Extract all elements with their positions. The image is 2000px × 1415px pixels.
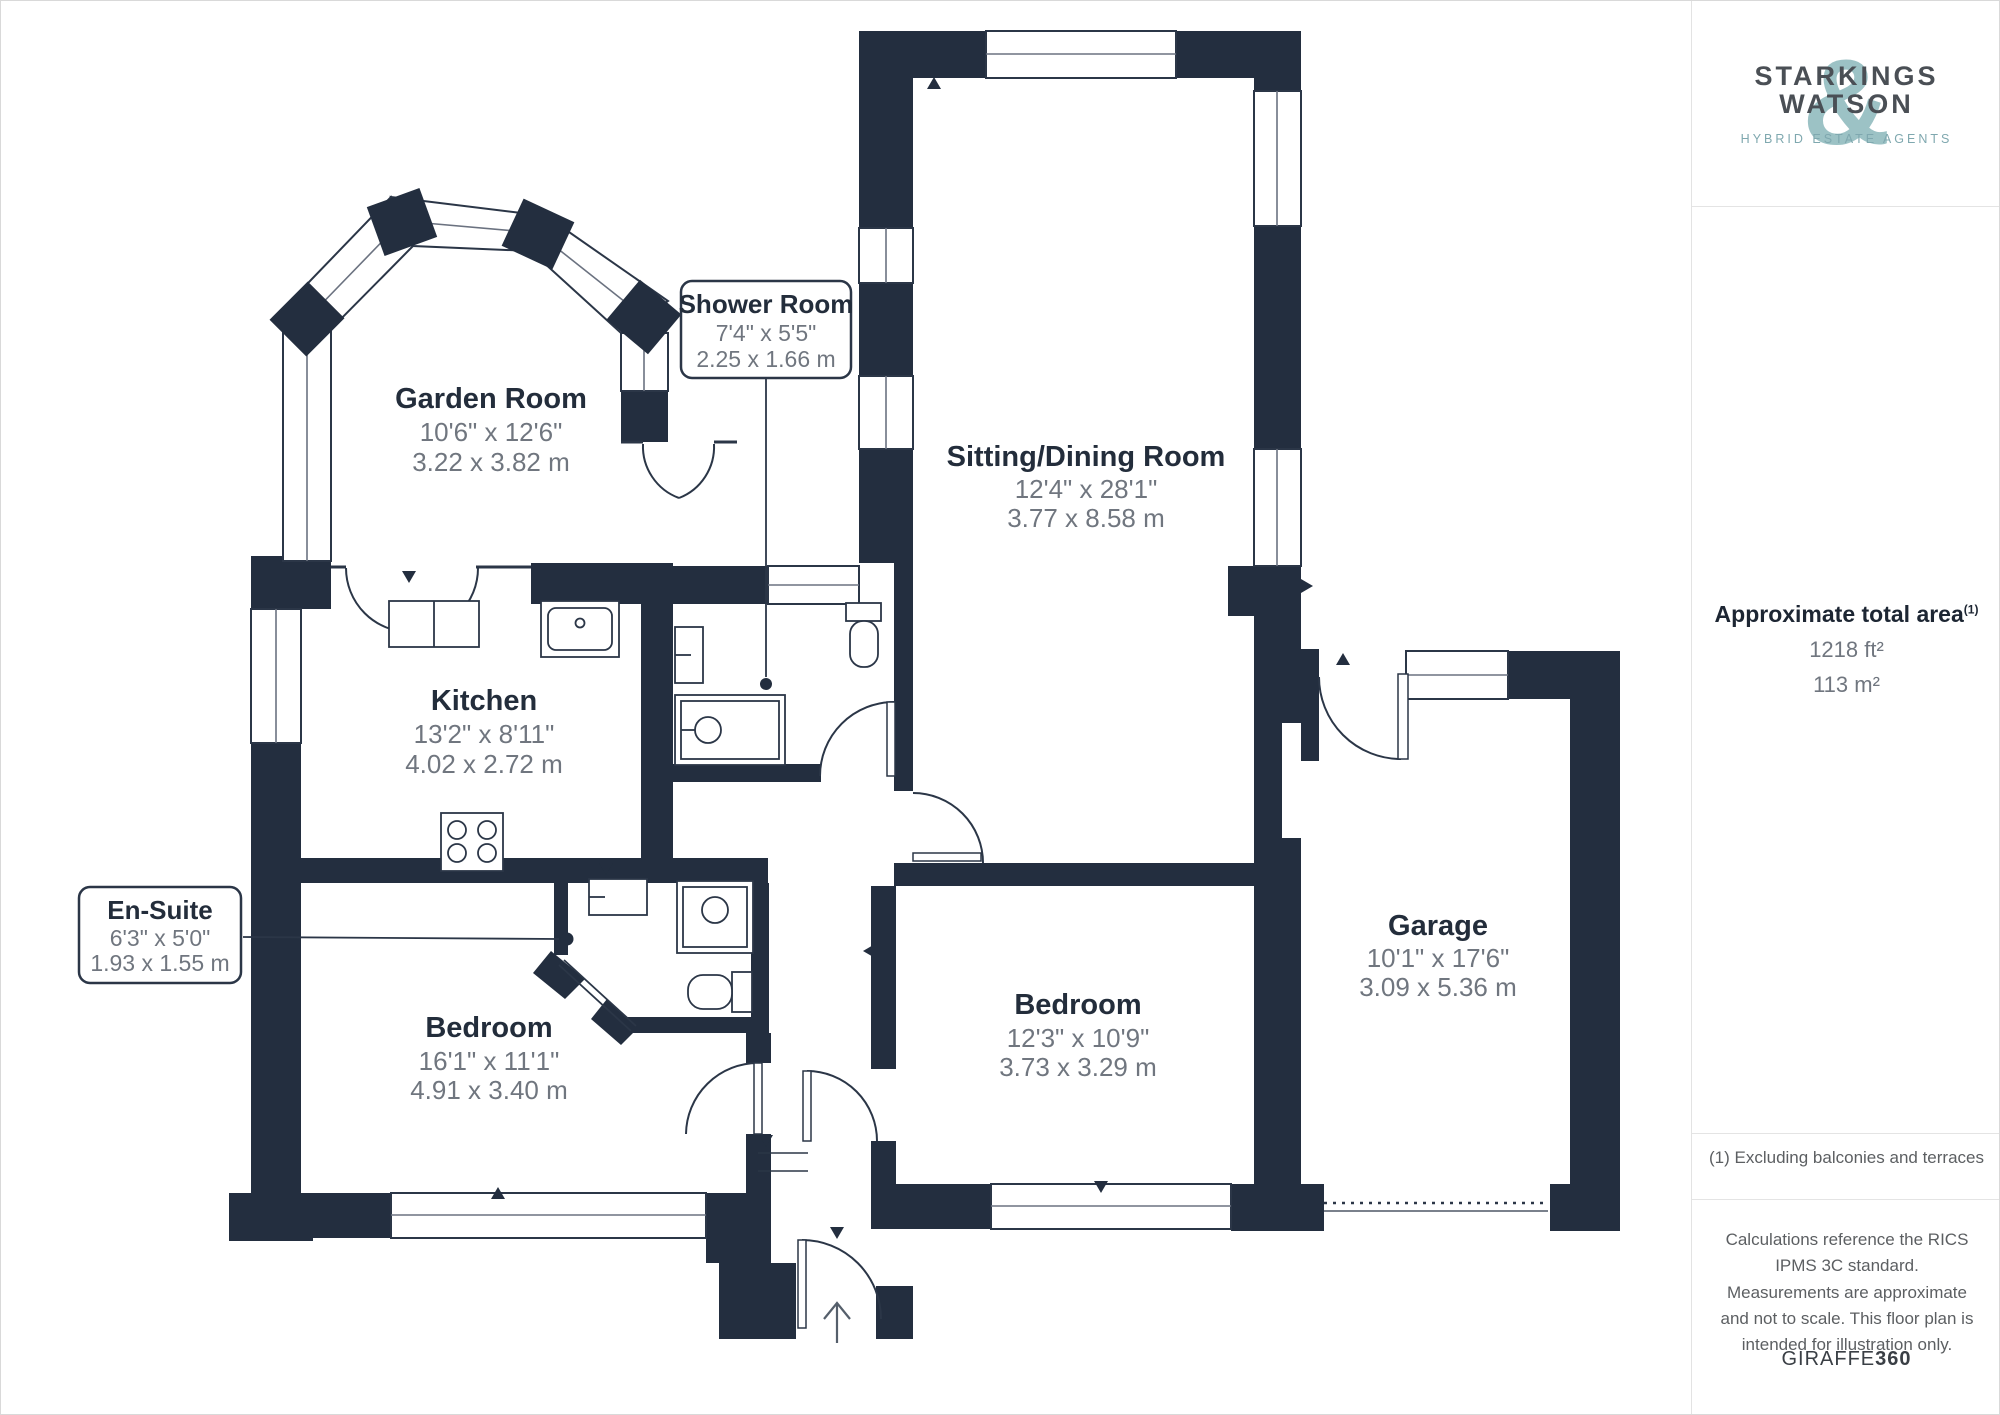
- en-suite-imperial: 6'3" x 5'0": [110, 925, 211, 951]
- garage-name: Garage: [1388, 910, 1488, 942]
- shower-room-metric: 2.25 x 1.66 m: [696, 346, 835, 372]
- total-area-heading: Approximate total area(1): [1692, 601, 1999, 628]
- en-suite-metric: 1.93 x 1.55 m: [90, 950, 229, 976]
- shower-room-imperial: 7'4" x 5'5": [716, 320, 817, 346]
- total-area-block: Approximate total area(1) 1218 ft² 113 m…: [1692, 601, 1999, 698]
- credit-name: GIRAFFE: [1781, 1348, 1876, 1370]
- fixtures: [388, 600, 882, 1013]
- sitting-room-imperial: 12'4" x 28'1": [1015, 474, 1158, 504]
- logo-tagline: HYBRID ESTATE AGENTS: [1740, 132, 1953, 147]
- bedroom2-imperial: 12'3" x 10'9": [1007, 1023, 1150, 1053]
- agency-logo: & STARKINGS WATSON HYBRID ESTATE AGENTS: [1692, 31, 1999, 181]
- room-label-garage: Garage 10'1" x 17'6" 3.09 x 5.36 m: [1359, 910, 1517, 1002]
- total-area-ft: 1218 ft²: [1809, 637, 1884, 662]
- bedroom2-metric: 3.73 x 3.29 m: [999, 1052, 1157, 1082]
- en-suite-name: En-Suite: [107, 895, 212, 925]
- measure-markers: [402, 77, 1350, 1239]
- total-area-m: 113 m²: [1813, 672, 1880, 697]
- room-label-sitting-dining: Sitting/Dining Room 12'4" x 28'1" 3.77 x…: [947, 441, 1226, 533]
- shower-room-name: Shower Room: [679, 289, 854, 319]
- wall-recess: [1282, 723, 1301, 838]
- bedroom1-metric: 4.91 x 3.40 m: [410, 1075, 568, 1105]
- bedroom2-name: Bedroom: [1014, 989, 1141, 1021]
- area-footnote: (1) Excluding balconies and terraces: [1709, 1148, 1984, 1167]
- garage-metric: 3.09 x 5.36 m: [1359, 972, 1517, 1002]
- floor-plan: Garden Room 10'6" x 12'6" 3.22 x 3.82 m …: [77, 30, 1620, 1343]
- callout-en-suite: En-Suite 6'3" x 5'0" 1.93 x 1.55 m: [77, 885, 243, 985]
- garden-room-imperial: 10'6" x 12'6": [420, 417, 563, 447]
- room-label-kitchen: Kitchen 13'2" x 8'11" 4.02 x 2.72 m: [405, 685, 563, 779]
- callout-shower-room: Shower Room 7'4" x 5'5" 2.25 x 1.66 m: [679, 279, 854, 380]
- logo-line-1: STARKINGS: [1754, 61, 1939, 91]
- bedroom1-name: Bedroom: [425, 1012, 552, 1044]
- entrance-arrow-icon: [823, 1301, 851, 1343]
- garden-room-name: Garden Room: [395, 383, 587, 415]
- walls: [229, 31, 1620, 1339]
- credit-number: 360: [1875, 1348, 1912, 1370]
- garage-imperial: 10'1" x 17'6": [1367, 943, 1510, 973]
- kitchen-metric: 4.02 x 2.72 m: [405, 749, 563, 779]
- logo-line-2: WATSON: [1779, 88, 1914, 119]
- disclaimer-text: Calculations reference the RICS IPMS 3C …: [1720, 1230, 1974, 1355]
- room-labels: Garden Room 10'6" x 12'6" 3.22 x 3.82 m …: [77, 279, 1517, 1105]
- kitchen-imperial: 13'2" x 8'11": [414, 719, 555, 749]
- total-area-heading-text: Approximate total area: [1714, 601, 1964, 627]
- callout-leaders: [242, 378, 772, 946]
- giraffe360-credit: GIRAFFE360: [1692, 1348, 1999, 1371]
- sitting-room-metric: 3.77 x 8.58 m: [1007, 503, 1165, 533]
- sitting-room-name: Sitting/Dining Room: [947, 441, 1226, 473]
- bedroom1-imperial: 16'1" x 11'1": [419, 1046, 560, 1076]
- info-sidebar: & STARKINGS WATSON HYBRID ESTATE AGENTS …: [1691, 1, 1999, 1414]
- bay-corner-blocks: [269, 187, 682, 357]
- room-label-garden-room: Garden Room 10'6" x 12'6" 3.22 x 3.82 m: [395, 383, 587, 477]
- sidebar-divider-footnote: [1692, 1133, 1999, 1134]
- garden-room-metric: 3.22 x 3.82 m: [412, 447, 570, 477]
- kitchen-name: Kitchen: [431, 685, 537, 717]
- room-label-bedroom-1: Bedroom 16'1" x 11'1" 4.91 x 3.40 m: [410, 1012, 568, 1105]
- logo-ampersand-icon: &: [1802, 34, 1891, 170]
- total-area-note-ref: (1): [1963, 602, 1979, 617]
- sidebar-divider-top: [1692, 206, 1999, 207]
- sidebar-divider-disclaimer: [1692, 1199, 1999, 1200]
- room-label-bedroom-2: Bedroom 12'3" x 10'9" 3.73 x 3.29 m: [999, 989, 1157, 1082]
